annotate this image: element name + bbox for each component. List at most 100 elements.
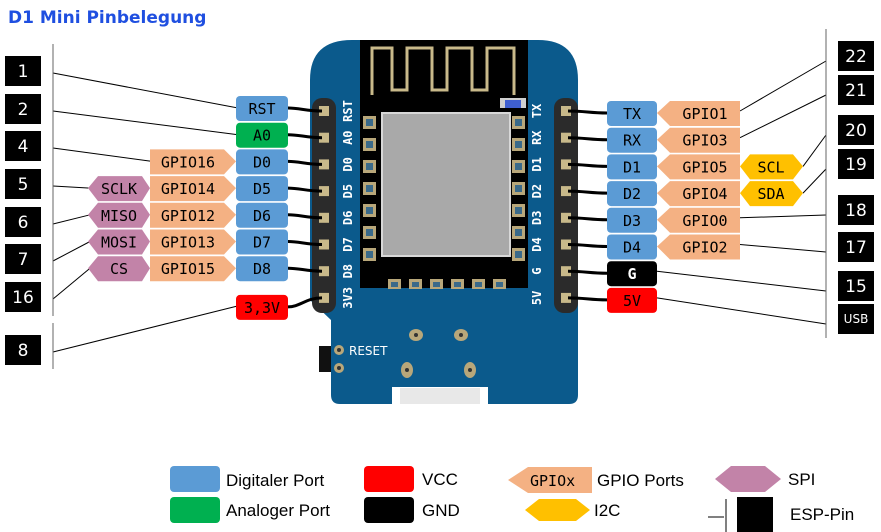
pin-label: 5V bbox=[623, 292, 641, 310]
wire bbox=[567, 162, 608, 168]
esp-pin-number: 16 bbox=[12, 288, 34, 308]
silk-label: RX bbox=[530, 130, 544, 145]
led-body bbox=[505, 100, 521, 108]
gpio-label: GPIO15 bbox=[161, 260, 215, 278]
silk-label: D4 bbox=[530, 237, 544, 251]
pin-label: RST bbox=[248, 100, 275, 118]
gpio-tag bbox=[657, 101, 740, 126]
legend-swatch-i2c bbox=[525, 499, 590, 521]
silk-label: D0 bbox=[341, 157, 355, 171]
esp-pin-box bbox=[5, 335, 41, 365]
leader-line bbox=[52, 72, 239, 109]
esp-pin-number: 2 bbox=[18, 100, 29, 120]
silk-label: D1 bbox=[530, 157, 544, 171]
pin-label-box bbox=[607, 181, 657, 207]
gpio-tag bbox=[657, 181, 740, 207]
leader-line bbox=[739, 94, 827, 139]
wire bbox=[567, 189, 608, 195]
esp-pin-box bbox=[5, 282, 41, 312]
header-pin bbox=[319, 212, 329, 223]
header-pin bbox=[319, 266, 329, 277]
header-pin bbox=[561, 159, 571, 170]
castellation-hole bbox=[366, 229, 373, 236]
esp-pin-box bbox=[838, 195, 874, 225]
silk-label: G bbox=[530, 268, 544, 275]
esp-pin-box bbox=[838, 75, 874, 105]
castellation-hole bbox=[515, 119, 522, 126]
castellation-hole bbox=[475, 282, 482, 287]
castellation-hole bbox=[515, 229, 522, 236]
esp-pin-box bbox=[5, 207, 41, 237]
gpio-label: GPIO12 bbox=[161, 207, 215, 225]
esp-pin-number: 15 bbox=[845, 277, 867, 297]
gpio-tag bbox=[657, 127, 740, 153]
pin-label: TX bbox=[623, 105, 641, 123]
legend-label-spi: SPI bbox=[788, 470, 815, 489]
castellation-hole bbox=[515, 207, 522, 214]
pin-labels: RSTA0D0GPIO16D5GPIO14SCLKD6GPIO12MISOD7G… bbox=[5, 29, 874, 369]
castellation-hole bbox=[496, 282, 503, 287]
leader-line bbox=[656, 270, 827, 292]
leader-line bbox=[739, 214, 827, 219]
esp-pin-number: 1 bbox=[18, 62, 29, 82]
header-pin bbox=[319, 132, 329, 143]
esp-pin-box bbox=[838, 232, 874, 262]
silk-label: TX bbox=[530, 103, 544, 118]
pin-label: D7 bbox=[253, 234, 271, 252]
spi-label: SCLK bbox=[101, 180, 137, 198]
esp-pin-box bbox=[838, 41, 874, 71]
castellation-hole bbox=[433, 282, 440, 287]
connections bbox=[52, 60, 827, 353]
wire bbox=[287, 266, 323, 273]
pin-label-box bbox=[607, 101, 657, 126]
pin-label: RX bbox=[623, 132, 641, 150]
wire bbox=[287, 106, 323, 113]
gpio-tag bbox=[657, 207, 740, 233]
header-pin bbox=[561, 106, 571, 116]
silk-label: D8 bbox=[341, 264, 355, 278]
esp-pin-number: 8 bbox=[18, 341, 29, 361]
pin-label-box bbox=[236, 256, 288, 282]
gpio-tag bbox=[150, 229, 236, 255]
wire bbox=[287, 186, 323, 193]
legend-label-i2c: I2C bbox=[594, 501, 620, 520]
esp-pin-number: 4 bbox=[18, 137, 29, 157]
gpio-label: GPIO13 bbox=[161, 234, 215, 252]
leader-line bbox=[802, 134, 827, 167]
header-pin bbox=[561, 239, 571, 250]
legend-swatch-analog bbox=[170, 497, 220, 523]
gpio-label: GPIO1 bbox=[682, 105, 727, 123]
gpio-label: GPIO14 bbox=[161, 180, 215, 198]
castellation-hole bbox=[366, 163, 373, 170]
gpio-tag bbox=[657, 154, 740, 180]
silk-label: 3V3 bbox=[341, 287, 355, 309]
esp-pin-box bbox=[5, 131, 41, 161]
pin-label: D3 bbox=[623, 212, 641, 230]
leader-line bbox=[739, 60, 827, 112]
header-pin bbox=[319, 106, 329, 116]
leader-line bbox=[52, 267, 91, 300]
esp-pin-number: 21 bbox=[845, 81, 867, 101]
pin-label: D8 bbox=[253, 260, 271, 278]
page-title: D1 Mini Pinbelegung bbox=[8, 8, 207, 28]
header-pin bbox=[561, 292, 571, 303]
reset-label: RESET bbox=[349, 344, 388, 358]
legend-label-gpio: GPIO Ports bbox=[597, 471, 684, 490]
pin-label: D2 bbox=[623, 185, 641, 203]
pin-label: D6 bbox=[253, 207, 271, 225]
legend-label-gnd: GND bbox=[422, 501, 460, 520]
esp-pin-box bbox=[838, 271, 874, 301]
spi-tag bbox=[88, 176, 150, 202]
header-pads bbox=[319, 106, 571, 303]
esp-pin-number: 17 bbox=[845, 238, 867, 258]
pin-label: G bbox=[627, 265, 636, 283]
legend-swatch-esp bbox=[737, 497, 773, 532]
legend-label-vcc: VCC bbox=[422, 470, 458, 489]
wire bbox=[287, 159, 323, 166]
esp-pin-box bbox=[838, 149, 874, 179]
wire bbox=[287, 296, 323, 309]
gpio-label: GPIO16 bbox=[161, 153, 215, 171]
legend-swatch-gpio bbox=[508, 467, 592, 493]
